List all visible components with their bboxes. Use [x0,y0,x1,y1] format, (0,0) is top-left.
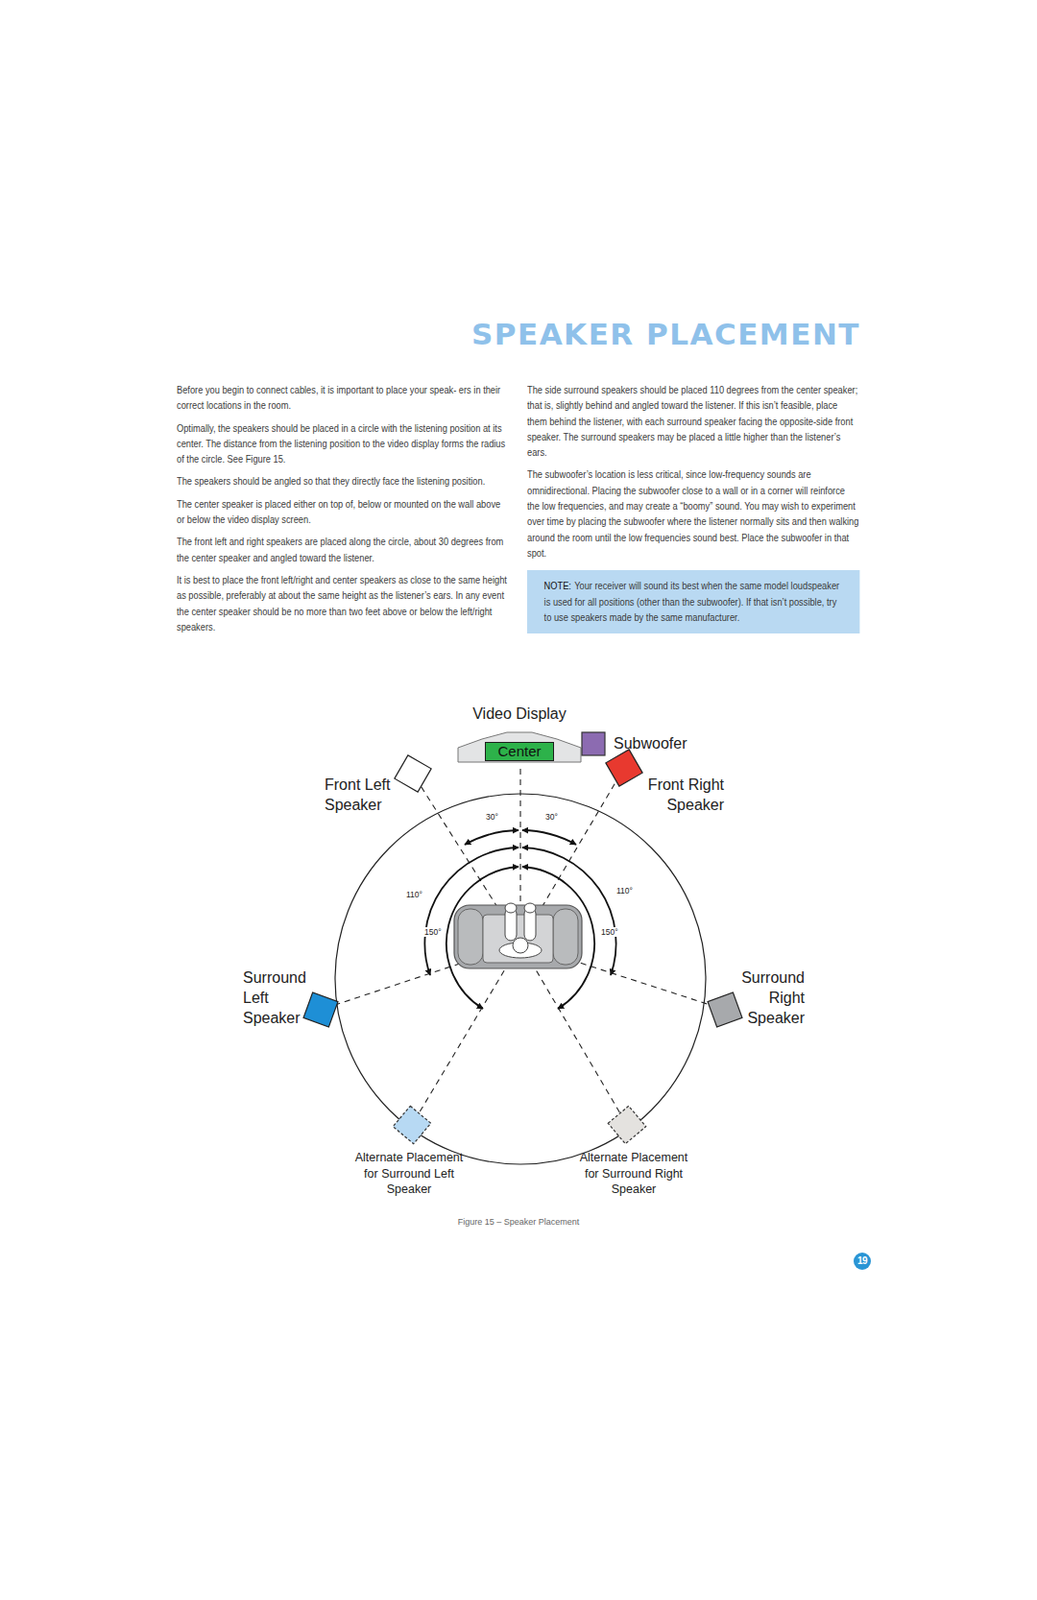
body-paragraph: The center speaker is placed either on t… [176,496,507,529]
center-label: Center [485,743,554,761]
angle-arcs [424,830,616,1010]
body-paragraph: The front left and right speakers are pl… [176,533,507,566]
angle-label: 110° [615,886,634,896]
speaker-label: Front Right Speaker [647,774,724,816]
body-paragraph: The side surround speakers should be pla… [527,382,860,460]
body-paragraph: The speakers should be angled so that th… [176,473,507,489]
speaker-label: Surround Right Speaker [735,967,805,1029]
angle-label: 30° [484,812,500,822]
angle-label: 30° [544,812,559,822]
page-title: SPEAKER PLACEMENT [364,316,861,352]
video-display: Video DisplayCenter [457,732,582,764]
speaker-symbol [398,759,428,789]
angle-label: 110° [405,890,424,900]
speaker-box: Subwoofer [580,731,606,757]
body-paragraph: It is best to place the front left/right… [176,572,507,635]
speaker-label: Surround Left Speaker [242,967,313,1029]
text-column: Before you begin to connect cables, it i… [176,382,507,642]
note-body: Your receiver will sound its best when t… [544,578,841,624]
speaker-symbol [612,1110,642,1140]
speaker-label: Alternate Placement for Surround Right S… [571,1150,697,1199]
speaker-symbol [710,995,740,1025]
page-number: 19 [853,1253,871,1271]
body-paragraph: The subwoofer’s location is less critica… [527,466,860,561]
angle-label: 150° [423,927,443,938]
speaker-symbol [609,753,639,783]
sight-lines [320,765,725,1126]
listening-circle [335,794,706,1165]
speaker-label: Alternate Placement for Surround Left Sp… [346,1150,472,1199]
speaker-box: Front Right Speaker [609,753,639,783]
note-box: NOTE:Your receiver will sound its best w… [527,570,860,634]
body-paragraph: Before you begin to connect cables, it i… [176,382,507,414]
speaker-label: Front Left Speaker [324,774,404,816]
figure-caption: Figure 15 – Speaker Placement [0,1217,1037,1228]
page-number-badge: 19 [853,1253,871,1271]
speaker-box: Front Left Speaker [398,759,428,789]
speaker-box: Alternate Placement for Surround Right S… [612,1110,642,1140]
speaker-symbol [580,731,606,757]
speaker-symbol [397,1110,427,1140]
speaker-label: Subwoofer [613,733,688,754]
angle-label: 150° [600,927,620,938]
body-paragraph: Optimally, the speakers should be placed… [176,420,507,468]
couch-with-listener [454,903,582,969]
note-heading: NOTE: [544,578,572,592]
speaker-box: Alternate Placement for Surround Left Sp… [397,1110,427,1140]
center-speaker: Center [484,742,555,762]
speaker-symbol [306,995,336,1025]
speaker-box: Surround Left Speaker [306,995,336,1025]
speaker-box: Surround Right Speaker [710,995,740,1025]
text-column: The side surround speakers should be pla… [527,382,860,634]
display-label: Video Display [418,704,621,724]
